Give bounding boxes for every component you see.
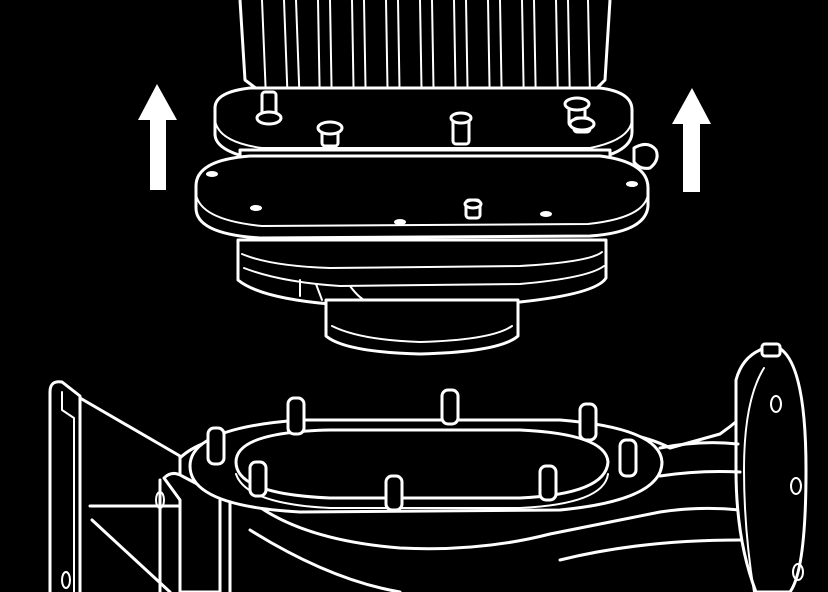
flange-bolt: [449, 111, 473, 146]
flange-bolt: [316, 120, 344, 148]
casing-stud: [248, 460, 268, 498]
impeller-assembly: [236, 238, 608, 356]
casing-stud: [618, 438, 638, 478]
casing-stud: [440, 388, 460, 426]
flange-bolt: [255, 90, 283, 126]
flange-bolt: [568, 116, 596, 134]
pump-casing: [48, 342, 808, 592]
casing-stud: [206, 426, 226, 466]
lift-arrow-left: [138, 84, 177, 190]
flange-bolt: [563, 96, 591, 128]
adapter-flange: [194, 154, 650, 240]
casing-stud: [286, 396, 306, 436]
casing-stud: [578, 402, 598, 442]
motor-flange: [213, 86, 634, 162]
lift-arrow-right: [672, 88, 711, 192]
adapter-bolt: [463, 198, 483, 220]
casing-studs: [206, 388, 638, 512]
casing-stud: [384, 474, 404, 512]
casing-stud: [538, 464, 558, 502]
